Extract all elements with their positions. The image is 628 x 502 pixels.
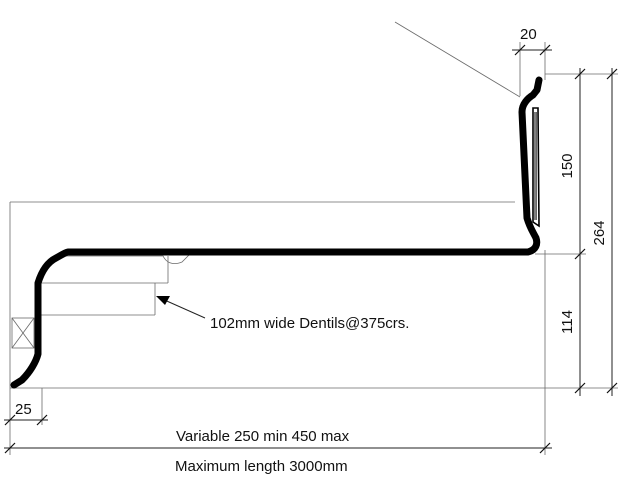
dentil-leader (156, 296, 206, 319)
dim-left-offset: 25 (15, 401, 32, 418)
wall-block (11, 317, 35, 349)
dim-total-height: 264 (591, 220, 608, 245)
construction-lines (9, 21, 618, 455)
dim-top-width: 20 (520, 26, 537, 43)
dim-upper-height: 150 (559, 153, 576, 178)
dimension-lines (4, 44, 618, 454)
dim-lower-height: 114 (559, 310, 576, 334)
variable-span-label: Variable 250 min 450 max (176, 428, 350, 445)
cornice-profile (10, 76, 543, 389)
dentil-note: 102mm wide Dentils@375crs. (210, 315, 409, 332)
max-length-label: Maximum length 3000mm (175, 458, 348, 475)
lower-moulding (40, 253, 191, 316)
